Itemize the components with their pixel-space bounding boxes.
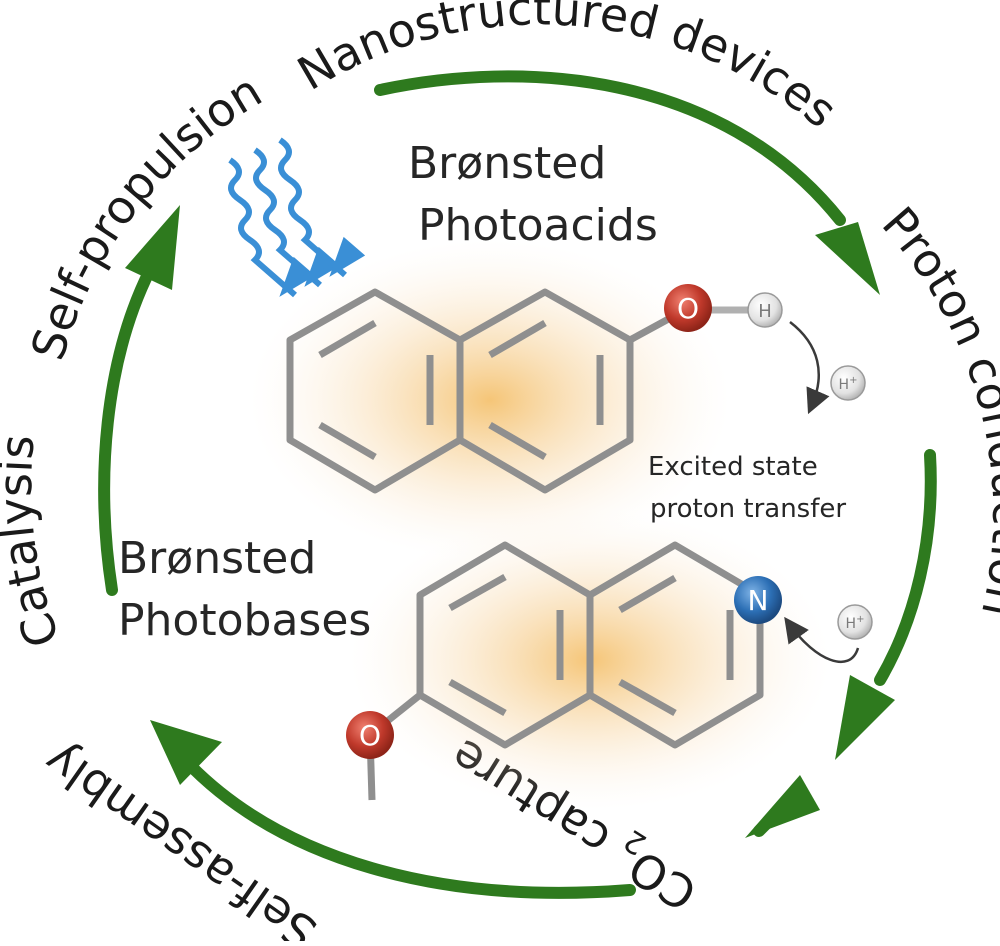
proton-acid-label: H+ xyxy=(839,375,858,393)
light-rays-icon xyxy=(228,137,366,298)
label-catalysis: Catalysis xyxy=(0,432,70,654)
label-proton-conduction: Proton conduction xyxy=(872,197,1000,622)
arrow-left-head xyxy=(125,205,180,290)
proton-acid xyxy=(830,365,866,401)
photobase-title-line1: Brønsted xyxy=(118,533,316,584)
arrow-right xyxy=(874,449,937,686)
photoacid-title-line1: Brønsted xyxy=(408,138,606,189)
arrow-bottom-left xyxy=(179,754,636,899)
arrow-right-head xyxy=(835,675,895,760)
photoacid-title-line2: Photoacids xyxy=(418,200,658,251)
process-line1: Excited state xyxy=(648,452,818,482)
oxygen-atom-base xyxy=(346,711,394,759)
arrow-bottom-left-head xyxy=(150,720,222,785)
photobase-title-line2: Photobases xyxy=(118,595,371,646)
cycle-arrows xyxy=(98,70,937,899)
oxygen-atom-base-label: O xyxy=(359,719,381,752)
nitrogen-atom-label: N xyxy=(748,584,769,617)
process-line2: proton transfer xyxy=(650,494,846,524)
proton-base xyxy=(837,604,873,640)
arrow-top-right-head xyxy=(815,222,880,295)
base-transfer-arrow xyxy=(784,616,860,664)
nitrogen-atom xyxy=(734,576,782,624)
photoacid-glow xyxy=(250,240,730,560)
hydrogen-atom-label: H xyxy=(758,301,772,322)
hydrogen-atom xyxy=(747,292,783,328)
label-nanostructured-devices: Nanostructured devices xyxy=(288,0,847,138)
arrow-top-right xyxy=(374,70,846,226)
oxygen-atom-acid-label: O xyxy=(677,292,699,325)
label-self-propulsion: Self-propulsion xyxy=(20,63,270,366)
arrow-left xyxy=(98,264,156,596)
oxygen-atom-acid xyxy=(664,284,712,332)
arrow-co2-head xyxy=(745,775,820,838)
proton-base-label: H+ xyxy=(846,614,865,632)
acid-transfer-arrow xyxy=(789,321,830,415)
